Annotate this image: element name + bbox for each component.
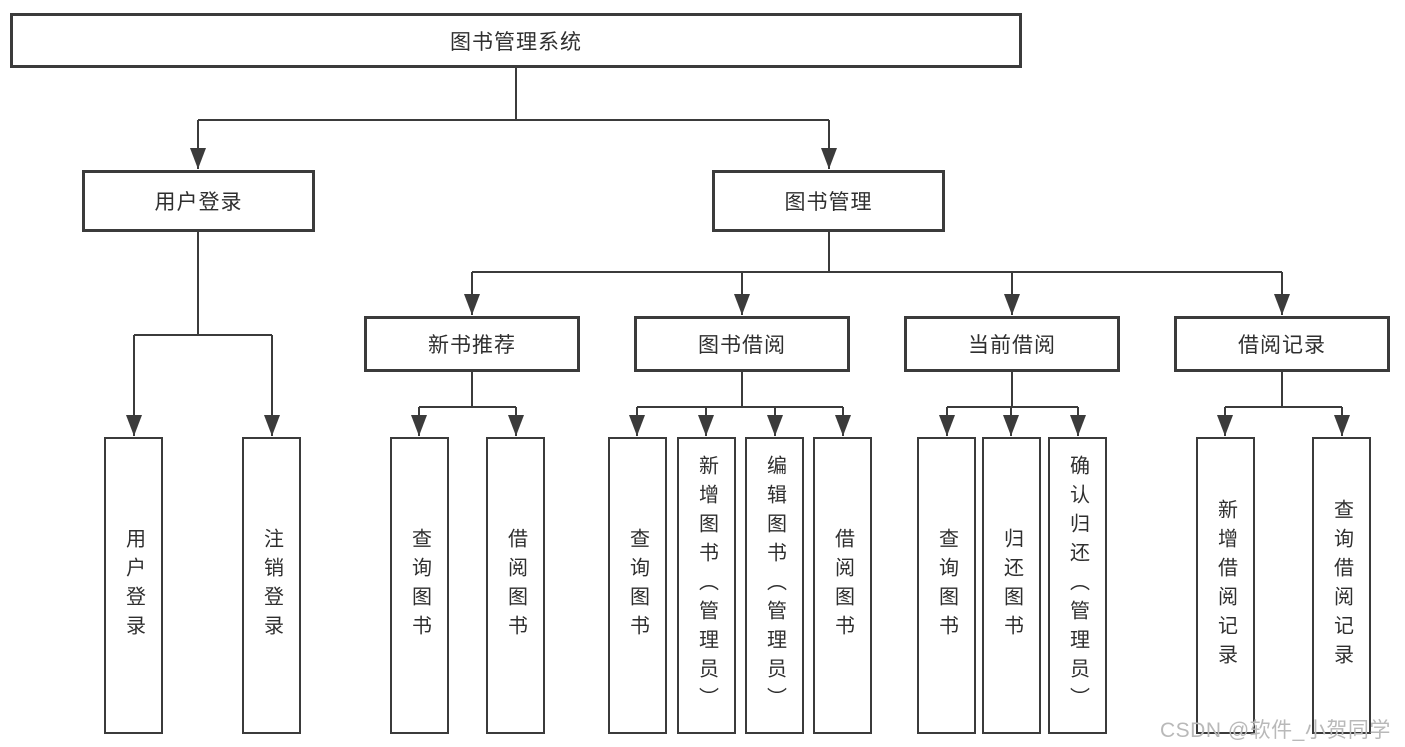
node-library-system: 图书管理系统 — [10, 13, 1022, 68]
node-borrowing-records: 借阅记录 — [1174, 316, 1390, 372]
leaf-query-borrow-record: 查询借阅记录 — [1312, 437, 1371, 734]
leaf-recommend-borrow-books-label: 借阅图书 — [504, 527, 527, 644]
leaf-recommend-query-books-label: 查询图书 — [408, 527, 431, 644]
leaf-user-login-label: 用户登录 — [122, 527, 145, 644]
leaf-confirm-return-admin: 确认归还（管理员） — [1048, 437, 1107, 734]
node-book-borrowing-label: 图书借阅 — [698, 334, 786, 357]
leaf-add-books-admin-label: 新增图书（管理员） — [695, 455, 718, 716]
node-current-borrowing-label: 当前借阅 — [968, 334, 1056, 357]
leaf-edit-books-admin-label: 编辑图书（管理员） — [763, 455, 786, 716]
leaf-add-books-admin: 新增图书（管理员） — [677, 437, 736, 734]
leaf-borrowing-query-books: 查询图书 — [608, 437, 667, 734]
node-user-login: 用户登录 — [82, 170, 315, 232]
leaf-borrowing-query-books-label: 查询图书 — [626, 527, 649, 644]
node-library-system-label: 图书管理系统 — [450, 30, 582, 54]
node-user-login-label: 用户登录 — [154, 191, 243, 214]
leaf-add-borrow-record: 新增借阅记录 — [1196, 437, 1255, 734]
leaf-confirm-return-admin-label: 确认归还（管理员） — [1066, 455, 1089, 716]
node-new-book-recommendation: 新书推荐 — [364, 316, 580, 372]
node-borrowing-records-label: 借阅记录 — [1238, 334, 1326, 357]
node-book-borrowing: 图书借阅 — [634, 316, 850, 372]
node-book-management: 图书管理 — [712, 170, 945, 232]
node-current-borrowing: 当前借阅 — [904, 316, 1120, 372]
leaf-current-query-books: 查询图书 — [917, 437, 976, 734]
leaf-borrowing-borrow-books: 借阅图书 — [813, 437, 872, 734]
node-new-book-recommendation-label: 新书推荐 — [428, 334, 516, 357]
leaf-add-borrow-record-label: 新增借阅记录 — [1214, 498, 1237, 673]
leaf-return-books: 归还图书 — [982, 437, 1041, 734]
leaf-user-login: 用户登录 — [104, 437, 163, 734]
node-book-management-label: 图书管理 — [784, 191, 873, 214]
leaf-logout-label: 注销登录 — [260, 527, 283, 644]
leaf-return-books-label: 归还图书 — [1000, 527, 1023, 644]
watermark-text: CSDN @软件_小贺同学 — [1160, 719, 1391, 742]
leaf-borrowing-borrow-books-label: 借阅图书 — [831, 527, 854, 644]
leaf-query-borrow-record-label: 查询借阅记录 — [1330, 498, 1353, 673]
leaf-current-query-books-label: 查询图书 — [935, 527, 958, 644]
leaf-edit-books-admin: 编辑图书（管理员） — [745, 437, 804, 734]
leaf-recommend-borrow-books: 借阅图书 — [486, 437, 545, 734]
leaf-logout: 注销登录 — [242, 437, 301, 734]
leaf-recommend-query-books: 查询图书 — [390, 437, 449, 734]
